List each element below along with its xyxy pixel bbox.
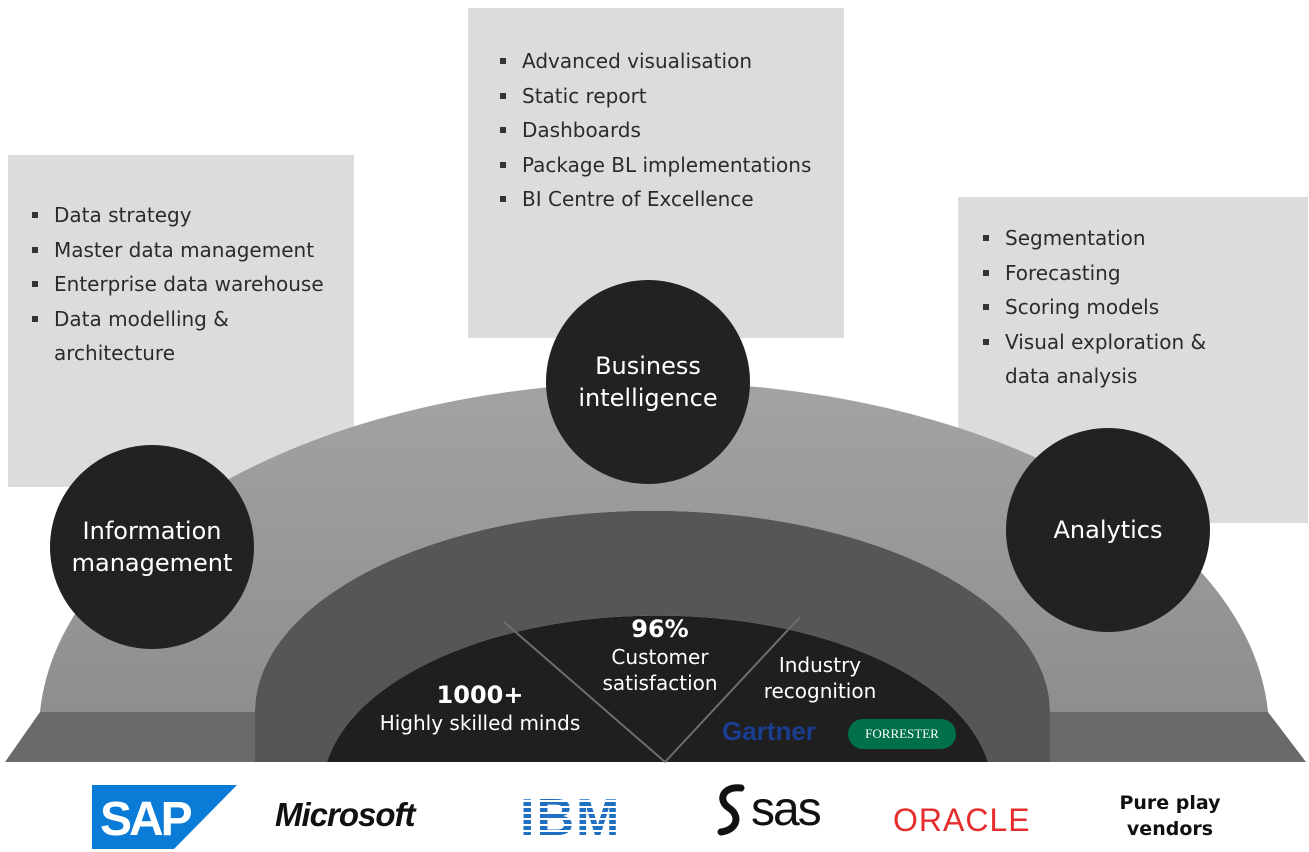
business-intelligence-list: Advanced visualisation Static report Das… [468, 8, 844, 217]
sas-logo: sas [715, 782, 822, 837]
skilled-minds-stat: 1000+ Highly skilled minds [379, 681, 581, 735]
list-item: BI Centre of Excellence [500, 182, 844, 217]
bullet-icon [983, 235, 989, 241]
list-item: Master data management [32, 233, 354, 268]
list-item: Dashboards [500, 113, 844, 148]
list-item: Visual exploration & [983, 325, 1308, 360]
customer-satisfaction-stat: 96% Customer satisfaction [602, 615, 718, 695]
list-item: Package BL implementations [500, 148, 844, 183]
bullet-icon [500, 58, 506, 64]
list-item: Segmentation [983, 221, 1308, 256]
bullet-icon [32, 212, 38, 218]
list-item-continuation: data analysis [1005, 364, 1138, 388]
bullet-icon [500, 127, 506, 133]
analytics-list: Segmentation Forecasting Scoring models … [958, 197, 1308, 394]
industry-recognition-stat: Industry recognition [763, 653, 877, 703]
list-item: Enterprise data warehouse [32, 267, 354, 302]
list-item: Scoring models [983, 290, 1308, 325]
arch-right-end [1015, 712, 1306, 762]
information-management-list: Data strategy Master data management Ent… [8, 155, 354, 371]
bullet-icon [500, 161, 506, 168]
pure-play-vendors-label: Pure play vendors [1119, 792, 1221, 840]
list-item: Static report [500, 79, 844, 114]
bullet-icon [983, 269, 989, 276]
arch-inner-band [255, 510, 1050, 762]
bullet-icon [32, 281, 38, 287]
list-item: Forecasting [983, 256, 1308, 291]
list-item-continuation: architecture [54, 341, 176, 365]
arch-core [327, 615, 988, 762]
list-item: Data modelling & [32, 302, 354, 337]
arch-left-end [5, 712, 290, 762]
bullet-icon [983, 338, 989, 345]
bullet-icon [500, 196, 506, 202]
microsoft-logo: Microsoft [275, 796, 415, 833]
bullet-icon [32, 315, 38, 322]
sas-swirl-icon [717, 783, 745, 835]
list-item: Advanced visualisation [500, 44, 844, 79]
sas-logo-text: sas [751, 783, 822, 836]
core-divider-right [664, 616, 801, 763]
bullet-icon [500, 92, 506, 99]
gartner-logo: Gartner [722, 716, 816, 746]
oracle-logo: ORACLE [893, 802, 1031, 838]
arch-outer-band [40, 381, 1268, 712]
sap-logo-text: SAP [100, 793, 192, 846]
analytics-circle: Analytics [1006, 428, 1210, 632]
forrester-logo: FORRESTER [848, 719, 956, 749]
list-item: Data strategy [32, 198, 354, 233]
ibm-logo: IBM [520, 789, 622, 847]
information-management-panel: Data strategy Master data management Ent… [8, 155, 354, 487]
bullet-icon [32, 246, 38, 253]
sap-logo: SAP [92, 785, 237, 849]
bullet-icon [983, 304, 989, 310]
core-divider-left [503, 621, 666, 763]
